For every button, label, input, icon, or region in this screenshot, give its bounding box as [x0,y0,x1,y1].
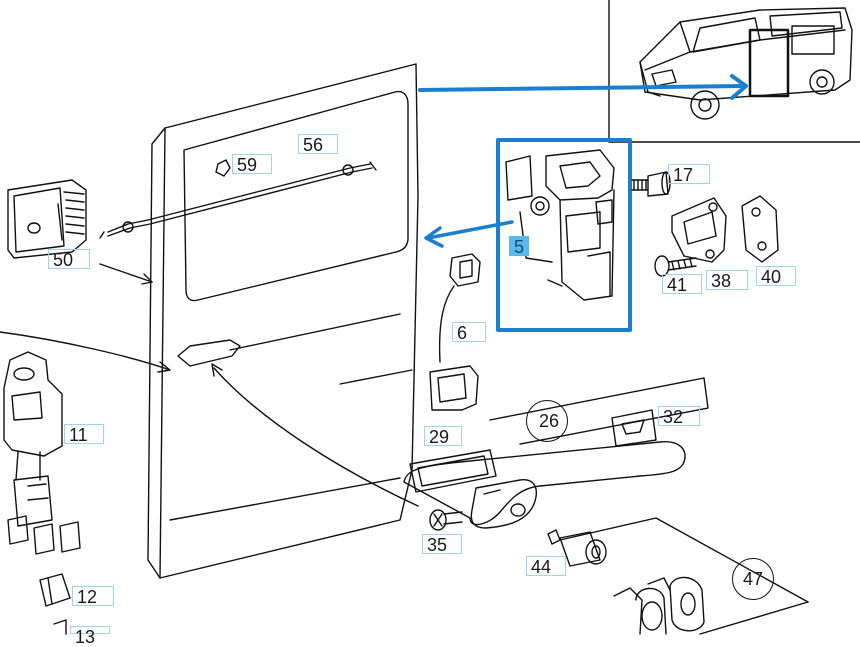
sliding-door-panel [147,63,419,579]
callout-26[interactable]: 26 [539,411,560,431]
clip-59 [215,159,231,177]
outer-handle [403,441,686,529]
callout-44[interactable]: 44 [526,556,566,577]
leader-50 [99,263,153,283]
callout-35[interactable]: 35 [422,534,462,555]
bolt-17 [631,171,671,197]
lock-pointer-arrow [426,220,514,240]
callout-13[interactable]: 13 [70,626,110,647]
door-lock-mechanism [505,149,615,301]
callout-38[interactable]: 38 [706,270,748,291]
connector-6 [429,253,481,411]
callout-5[interactable]: 5 [509,236,530,257]
callout-6[interactable]: 6 [452,322,486,343]
clip-32 [611,409,657,447]
screw-41 [654,255,697,277]
leader-outer-handle [213,367,419,507]
callout-41[interactable]: 41 [662,274,702,295]
shim-plate-40 [741,195,779,263]
callout-17[interactable]: 17 [668,164,710,185]
callout-56[interactable]: 56 [298,134,338,155]
striker-38 [671,197,727,263]
callout-11[interactable]: 11 [64,424,104,445]
lock-highlight-box [496,138,632,332]
callout-47[interactable]: 47 [743,569,764,589]
clip-12 [39,573,71,607]
van-pointer-arrow [418,84,744,92]
callout-12[interactable]: 12 [72,586,114,607]
keys-47 [613,576,705,635]
callout-40[interactable]: 40 [756,266,796,287]
callout-circle-26 [526,400,568,442]
leader-11 [0,331,171,371]
callout-50[interactable]: 50 [48,249,90,270]
van-overview-inset [608,0,860,143]
arrowhead-50 [141,273,153,285]
lock-actuator-11 [3,351,81,555]
callout-32[interactable]: 32 [658,406,700,427]
window-cable [99,161,377,239]
screw-35 [429,509,463,531]
callout-circle-47 [732,558,774,600]
bracket-26-outline [489,377,709,445]
callout-59[interactable]: 59 [232,154,272,175]
callout-29[interactable]: 29 [424,426,462,447]
inner-door-handle [7,179,87,259]
gasket-29 [409,449,497,493]
part-13 [53,619,67,635]
